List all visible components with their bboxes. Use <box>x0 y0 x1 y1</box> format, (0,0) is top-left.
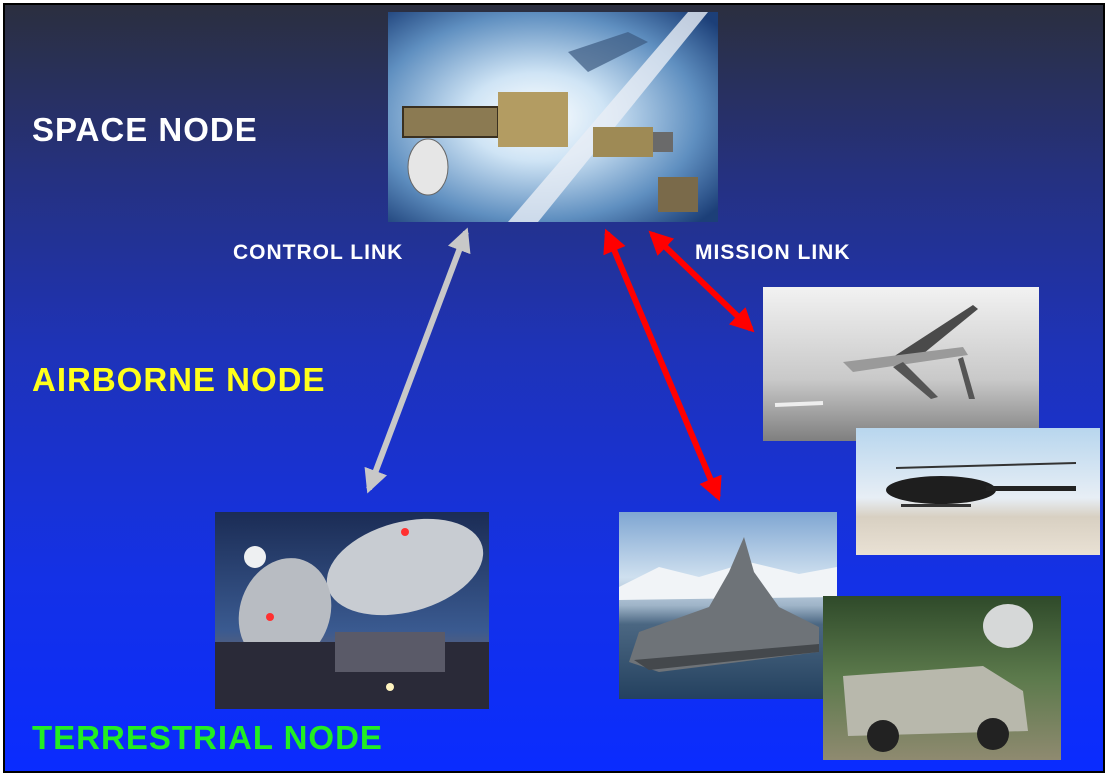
terrestrial-node-label: TERRESTRIAL NODE <box>32 719 383 756</box>
satellite-dish-ground-station-photo <box>215 512 489 709</box>
helicopter-photo <box>856 428 1100 555</box>
control-link-label: CONTROL LINK <box>233 241 404 264</box>
mission-link-arrow-uav <box>648 230 755 333</box>
control-link-arrow <box>364 227 471 494</box>
link-arrows <box>364 227 755 502</box>
satellite-photo <box>388 12 718 222</box>
space-node-label: SPACE NODE <box>32 111 258 148</box>
humvee-satcom-vehicle-photo <box>823 596 1061 760</box>
uav-drone-photo <box>763 287 1039 441</box>
slide-canvas: SPACE NODE AIRBORNE NODE TERRESTRIAL NOD… <box>3 3 1105 773</box>
airborne-node-label: AIRBORNE NODE <box>32 361 326 398</box>
navy-destroyer-ship-photo <box>619 512 837 699</box>
mission-link-arrow-ship <box>603 228 722 502</box>
